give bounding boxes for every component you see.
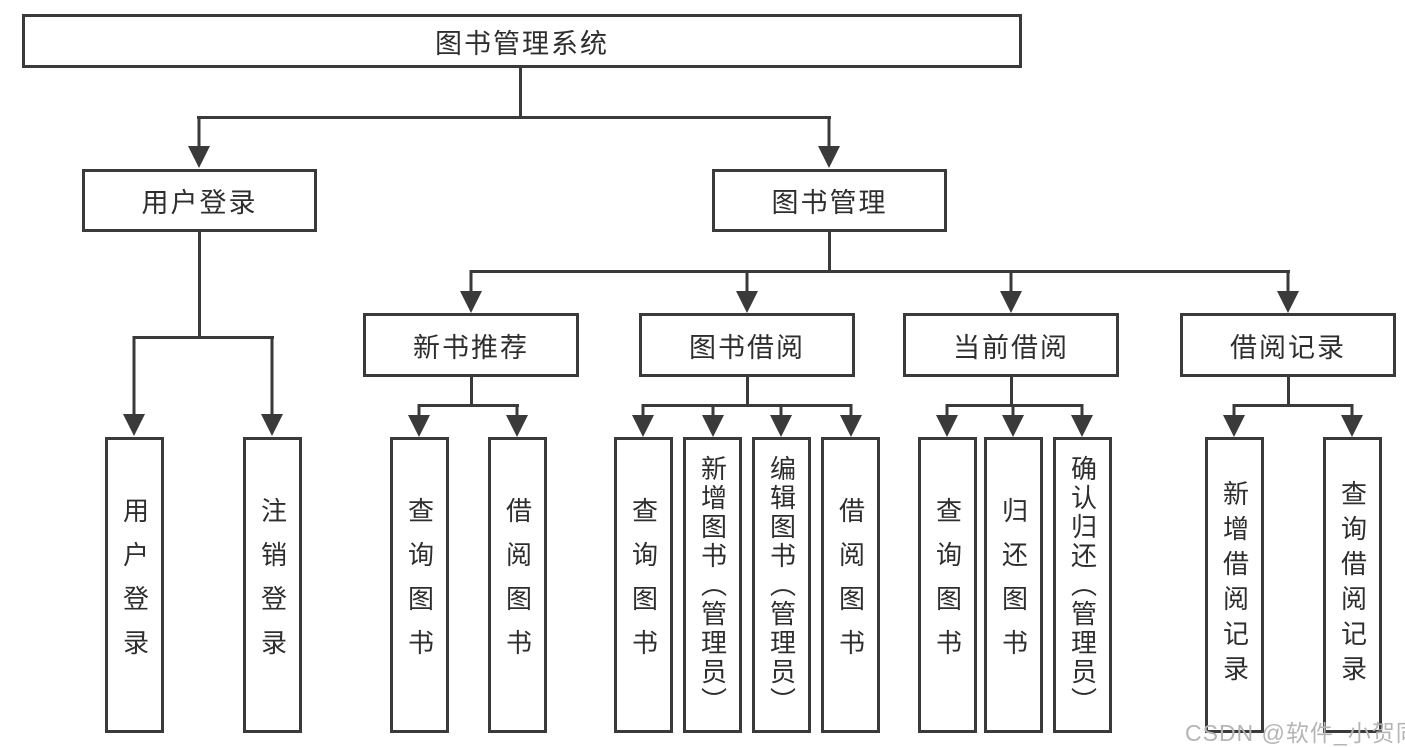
node-borrow-records: 借阅记录	[1180, 313, 1396, 377]
leaf-query-borrow-record: 查询借阅记录	[1323, 437, 1382, 733]
connector-borrow-vline	[746, 377, 749, 407]
connector-recommend-hline	[418, 404, 519, 407]
arrow-down-icon	[1223, 404, 1245, 437]
node-user-login: 用户登录	[82, 169, 317, 232]
node-root-library-system: 图书管理系统	[22, 14, 1022, 68]
arrow-down-icon	[506, 404, 528, 437]
arrow-down-icon	[408, 404, 430, 437]
arrow-down-icon	[702, 404, 724, 437]
arrow-down-icon	[818, 116, 840, 168]
leaf-borrow-books-recommend: 借阅图书	[488, 437, 547, 733]
leaf-confirm-return-admin: 确认归还（管理员）	[1053, 437, 1112, 733]
connector-current-vline	[1010, 377, 1013, 407]
leaf-borrow-books: 借阅图书	[821, 437, 880, 733]
arrow-down-icon	[188, 116, 210, 168]
leaf-return-book: 归还图书	[984, 437, 1043, 733]
arrow-down-icon	[261, 336, 283, 436]
arrow-down-icon	[1277, 270, 1299, 313]
connector-root-hline	[197, 116, 831, 119]
arrow-down-icon	[770, 404, 792, 437]
connector-root-vline	[519, 68, 522, 119]
connector-borrow-hline	[642, 404, 852, 407]
arrow-down-icon	[840, 404, 862, 437]
leaf-query-books-current: 查询图书	[918, 437, 977, 733]
arrow-down-icon	[123, 336, 145, 436]
connector-management-hline	[470, 270, 1290, 273]
leaf-user-login: 用户登录	[105, 437, 164, 733]
connector-management-vline	[828, 232, 831, 273]
node-book-borrow: 图书借阅	[639, 313, 855, 377]
connector-login-hline	[133, 336, 274, 339]
arrow-down-icon	[736, 270, 758, 313]
leaf-query-books-recommend: 查询图书	[390, 437, 449, 733]
leaf-add-borrow-record: 新增借阅记录	[1205, 437, 1264, 733]
arrow-down-icon	[460, 270, 482, 313]
leaf-logout: 注销登录	[243, 437, 302, 733]
arrow-down-icon	[1071, 404, 1093, 437]
leaf-add-book-admin: 新增图书（管理员）	[683, 437, 742, 733]
connector-records-vline	[1287, 377, 1290, 407]
arrow-down-icon	[632, 404, 654, 437]
leaf-query-books-borrow: 查询图书	[614, 437, 673, 733]
arrow-down-icon	[1000, 270, 1022, 313]
connector-recommend-vline	[470, 377, 473, 407]
node-new-book-recommend: 新书推荐	[363, 313, 579, 377]
arrow-down-icon	[936, 404, 958, 437]
csdn-watermark: CSDN @软件_小贺同学	[1185, 720, 1405, 746]
connector-login-vline	[198, 232, 201, 339]
arrow-down-icon	[1341, 404, 1363, 437]
connector-records-hline	[1233, 404, 1353, 407]
node-book-management: 图书管理	[712, 169, 947, 232]
arrow-down-icon	[1002, 404, 1024, 437]
leaf-edit-book-admin: 编辑图书（管理员）	[752, 437, 811, 733]
node-current-borrow: 当前借阅	[903, 313, 1119, 377]
